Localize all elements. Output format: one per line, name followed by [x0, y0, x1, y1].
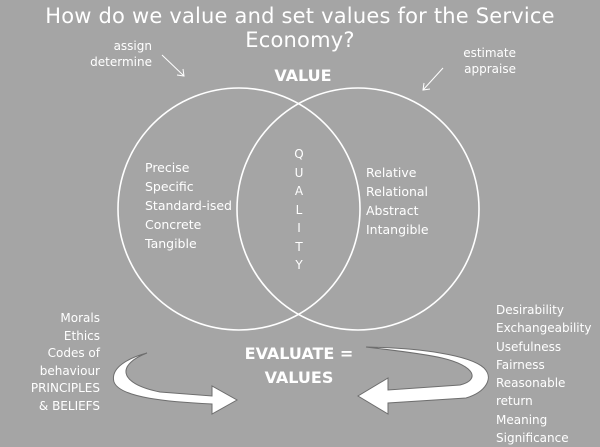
- quality-letter: L: [295, 202, 303, 217]
- note-estimate: estimate: [463, 46, 516, 60]
- term-precise: Precise: [145, 160, 190, 175]
- top-right-note: estimate appraise: [420, 45, 516, 77]
- left-circle-terms: Precise Specific Standard-ised Concrete …: [145, 158, 255, 253]
- list-item-ethics: Ethics: [63, 328, 100, 343]
- right-circle-terms: Relative Relational Abstract Intangible: [366, 163, 466, 239]
- evaluate-text: EVALUATE =: [244, 344, 354, 363]
- arrow-pointer-left: [161, 54, 185, 77]
- term-abstract: Abstract: [366, 203, 419, 218]
- list-item-significance: Significance: [496, 431, 569, 446]
- list-item-fairness: Fairness: [496, 357, 545, 372]
- term-tangible: Tangible: [145, 236, 197, 251]
- diagram-title: How do we value and set values for the S…: [45, 4, 555, 52]
- note-determine: determine: [90, 55, 152, 69]
- list-item-exchangeability: Exchangeability: [496, 321, 592, 336]
- term-relational: Relational: [366, 184, 429, 199]
- list-item-principles: PRINCIPLES: [30, 381, 100, 395]
- list-item-meaning: Meaning: [496, 412, 548, 427]
- quality-vertical-label: Q U A L I T Y: [291, 145, 307, 275]
- list-item-desirability: Desirability: [496, 303, 564, 317]
- value-heading: VALUE: [274, 66, 332, 85]
- cycle-arrow-left: [112, 352, 239, 415]
- values-text: VALUES: [264, 368, 334, 387]
- term-intangible: Intangible: [366, 222, 429, 237]
- quality-letter: T: [295, 239, 303, 254]
- note-appraise: appraise: [464, 62, 516, 76]
- top-left-note: assign determine: [60, 38, 152, 70]
- term-specific: Specific: [145, 179, 194, 194]
- term-standardised: Standard-ised: [145, 198, 232, 213]
- term-concrete: Concrete: [145, 217, 202, 232]
- left-list: Morals Ethics Codes of behaviour PRINCIP…: [20, 310, 100, 415]
- list-item-usefulness: Usefulness: [496, 339, 562, 354]
- list-item-codes-of: Codes of: [47, 346, 100, 360]
- right-circle: [236, 87, 480, 331]
- quality-letter: A: [294, 184, 304, 198]
- quality-letter: U: [294, 165, 304, 180]
- cycle-arrow-right: [357, 346, 489, 415]
- arrow-pointer-right: [422, 67, 444, 91]
- list-item-reasonable: Reasonable: [496, 376, 566, 391]
- evaluate-values-label: EVALUATE = VALUES: [235, 342, 363, 390]
- list-item-return: return: [496, 394, 533, 409]
- term-relative: Relative: [366, 165, 417, 180]
- left-circle: [117, 87, 361, 331]
- list-item-beliefs: & BELIEFS: [38, 398, 100, 413]
- quality-letter: I: [297, 221, 301, 235]
- list-item-behaviour: behaviour: [39, 363, 100, 378]
- right-list: Desirability Exchangeability Usefulness …: [496, 301, 600, 447]
- quality-letter: Y: [295, 258, 303, 272]
- list-item-morals: Morals: [60, 311, 100, 325]
- note-assign: assign: [113, 39, 152, 53]
- quality-letter: Q: [294, 147, 304, 161]
